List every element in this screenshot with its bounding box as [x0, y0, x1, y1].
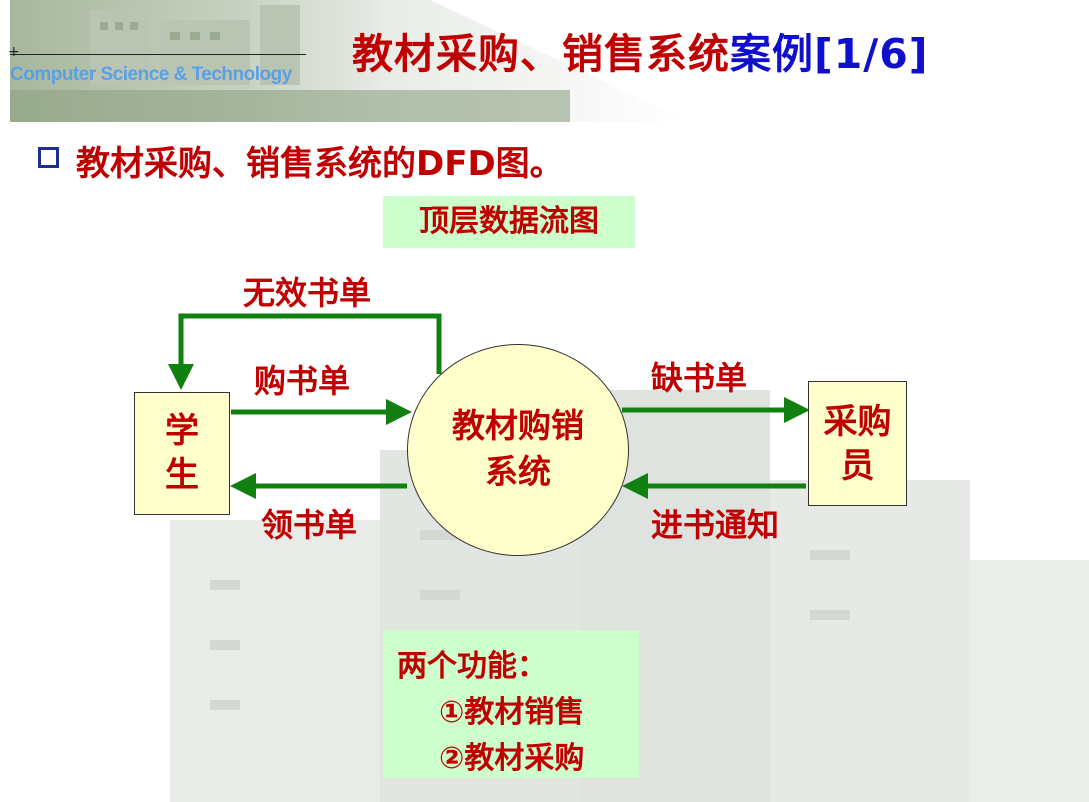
flow-label-shortage-order: 缺书单	[651, 359, 748, 397]
external-entity-student: 学 生	[134, 392, 230, 515]
brand-text: Computer Science & Technology	[10, 64, 292, 85]
arrowhead-arrival-notice	[622, 473, 648, 499]
page-title: 教材采购、销售系统案例[1/6]	[352, 20, 929, 80]
external-entity-buyer: 采购 员	[808, 381, 907, 506]
process-label-line1: 教材购销	[452, 406, 584, 445]
student-label-line2: 生	[165, 455, 199, 495]
buyer-label-line2: 员	[840, 446, 875, 486]
student-label-line1: 学	[165, 411, 199, 451]
process-label-line2: 系统	[485, 452, 551, 491]
flow-label-invalid-order: 无效书单	[243, 274, 372, 312]
flow-label-purchase-order: 购书单	[254, 362, 351, 400]
buyer-label-line1: 采购	[823, 402, 892, 442]
functions-box: 两个功能： ①教材销售 ②教材采购	[383, 630, 639, 778]
arrowhead-shortage-order	[784, 397, 810, 423]
header-plus-mark: +	[8, 44, 20, 60]
header-rule	[10, 54, 306, 55]
arrowhead-receive-order	[230, 473, 256, 499]
title-tail: 案例	[730, 30, 814, 78]
header-photo	[10, 0, 690, 122]
process-circle: 教材购销 系统	[407, 344, 629, 556]
title-page-indicator: [1/6]	[814, 30, 929, 78]
arrowhead-purchase-order	[386, 399, 412, 425]
diagram-level-label: 顶层数据流图	[383, 196, 635, 248]
functions-heading: 两个功能：	[397, 649, 547, 684]
bullet-square-icon	[38, 147, 59, 168]
title-main: 教材采购、销售系统	[352, 30, 730, 78]
flow-label-receive-order: 领书单	[261, 506, 358, 544]
bullet-text: 教材采购、销售系统的DFD图。	[76, 144, 564, 184]
flow-label-arrival-notice: 进书通知	[651, 506, 780, 544]
arrowhead-invalid-order	[168, 364, 194, 390]
arrow-invalid-order	[178, 313, 442, 374]
function-item-purchase: ②教材采购	[439, 741, 585, 776]
function-item-sales: ①教材销售	[439, 695, 585, 730]
